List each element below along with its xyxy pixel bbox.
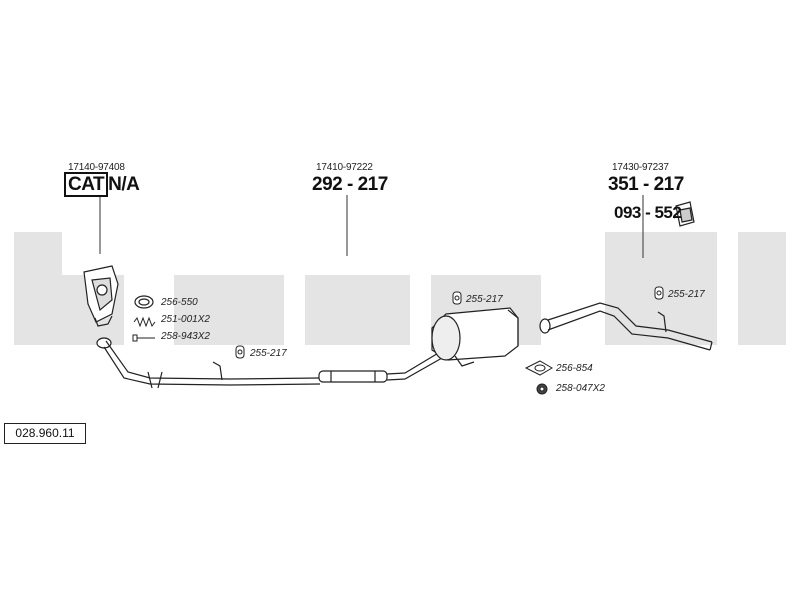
rubber-hanger-icon xyxy=(654,286,664,300)
cat-boxed-text: CAT xyxy=(64,172,109,197)
gasket-ring-icon xyxy=(134,295,154,309)
cat-suffix: N/A xyxy=(108,174,140,195)
spring-icon xyxy=(133,316,156,328)
bracket-icon xyxy=(675,201,695,227)
front-pipe xyxy=(96,337,321,389)
part-label-bolt: 258-943X2 xyxy=(161,331,210,342)
catalytic-converter xyxy=(83,265,119,327)
oem-number-cat: 17140-97408 xyxy=(68,162,125,173)
middle-part-number: 292 - 217 xyxy=(312,174,388,195)
bolt-icon xyxy=(132,334,155,342)
middle-silencer xyxy=(318,351,443,383)
part-label-nut: 258-047X2 xyxy=(556,383,605,394)
tail-pipe xyxy=(539,302,713,351)
part-label-hanger-front: 255-217 xyxy=(250,348,287,359)
part-label-flange-gasket: 256-854 xyxy=(556,363,593,374)
rear-silencer xyxy=(431,307,519,367)
flange-gasket-icon xyxy=(524,360,553,376)
nut-icon xyxy=(536,383,548,395)
oem-number-rear: 17430-97237 xyxy=(612,162,669,173)
bracket-part-number: 093 - 552 xyxy=(614,203,682,222)
rubber-hanger-icon xyxy=(235,345,245,359)
part-label-spring: 251-001X2 xyxy=(161,314,210,325)
oem-number-middle: 17410-97222 xyxy=(316,162,373,173)
rubber-hanger-icon xyxy=(452,291,462,305)
part-label-gasket: 256-550 xyxy=(161,297,198,308)
part-label-hanger-middle: 255-217 xyxy=(466,294,503,305)
reference-number: 028.960.11 xyxy=(4,423,86,444)
part-label-hanger-rear: 255-217 xyxy=(668,289,705,300)
rear-part-number: 351 - 217 xyxy=(608,174,684,195)
